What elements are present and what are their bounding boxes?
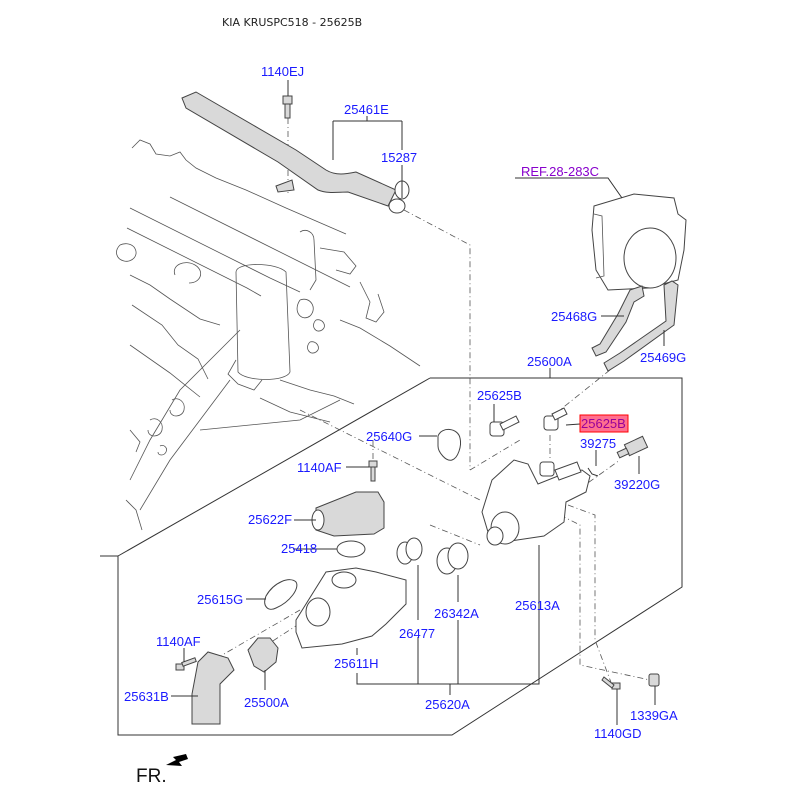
- label-25461E[interactable]: 25461E: [344, 102, 389, 117]
- label-25625B-left[interactable]: 25625B: [477, 388, 522, 403]
- bolt-1140af-top-part[interactable]: [368, 460, 378, 482]
- bolt-1140gd-part[interactable]: [601, 676, 621, 690]
- label-25600A[interactable]: 25600A: [527, 354, 572, 369]
- label-leader-lines: [171, 80, 665, 725]
- label-25469G[interactable]: 25469G: [640, 350, 686, 365]
- housing-25611h-part[interactable]: [295, 567, 407, 649]
- label-26342A[interactable]: 26342A: [434, 606, 479, 621]
- fitting-25625b-right-part[interactable]: [543, 407, 568, 431]
- o-ring-25418-part[interactable]: [336, 540, 366, 558]
- label-1140AF-bottom[interactable]: 1140AF: [156, 634, 201, 649]
- label-25611H[interactable]: 25611H: [334, 656, 379, 671]
- clip-39275-part[interactable]: [587, 467, 599, 477]
- sleeve-26477-part[interactable]: [396, 537, 423, 565]
- highlight-box-25625B: [579, 414, 629, 433]
- fitting-25625b-left-part[interactable]: [489, 415, 520, 437]
- label-15287[interactable]: 15287: [381, 150, 417, 165]
- bolt-1140af-bottom-part[interactable]: [175, 657, 197, 671]
- sleeve-26342a-part[interactable]: [436, 542, 469, 575]
- sensor-39220g-part[interactable]: [616, 435, 649, 459]
- label-25615G[interactable]: 25615G: [197, 592, 243, 607]
- throttle-body-ref[interactable]: [591, 193, 687, 291]
- label-1140AF-top[interactable]: 1140AF: [297, 460, 342, 475]
- assembly-frame-diagonal: [117, 377, 431, 557]
- label-25622F[interactable]: 25622F: [248, 512, 292, 527]
- outlet-25622f-part[interactable]: [315, 491, 385, 537]
- engine-block-outline: [116, 139, 421, 531]
- label-1140EJ[interactable]: 1140EJ: [261, 64, 304, 79]
- gasket-25615g-part[interactable]: [264, 579, 298, 610]
- nut-1339ga-part[interactable]: [648, 673, 660, 687]
- label-26477[interactable]: 26477: [399, 626, 435, 641]
- bolt-1140ej-part[interactable]: [282, 95, 293, 119]
- label-25500A[interactable]: 25500A: [244, 695, 289, 710]
- label-39275[interactable]: 39275: [580, 436, 616, 451]
- hose-25468g-part[interactable]: [591, 285, 645, 357]
- label-1339GA[interactable]: 1339GA: [630, 708, 678, 723]
- label-25640G[interactable]: 25640G: [366, 429, 412, 444]
- label-25468G[interactable]: 25468G: [551, 309, 597, 324]
- gasket-25640g-part[interactable]: [437, 429, 461, 461]
- front-direction-label: FR.: [136, 766, 167, 787]
- label-25625B-highlighted[interactable]: 25625B: [581, 416, 626, 431]
- hose-25469g-part[interactable]: [603, 280, 679, 372]
- diagram-title: KIA KRUSPC518 - 25625B: [222, 16, 362, 29]
- label-25613A[interactable]: 25613A: [515, 598, 560, 613]
- label-1140GD[interactable]: 1140GD: [594, 726, 641, 741]
- front-direction-arrow-icon: [166, 754, 188, 766]
- label-39220G[interactable]: 39220G: [614, 477, 660, 492]
- label-25418[interactable]: 25418: [281, 541, 317, 556]
- label-25620A[interactable]: 25620A: [425, 697, 470, 712]
- housing-25613a-part[interactable]: [481, 459, 591, 546]
- label-ref-28-283C[interactable]: REF.28-283C: [521, 164, 599, 179]
- o-ring-15287-part[interactable]: [388, 198, 406, 214]
- elbow-25631b-part[interactable]: [191, 651, 235, 725]
- thermostat-25500a-part[interactable]: [247, 637, 279, 673]
- label-25631B[interactable]: 25631B: [124, 689, 169, 704]
